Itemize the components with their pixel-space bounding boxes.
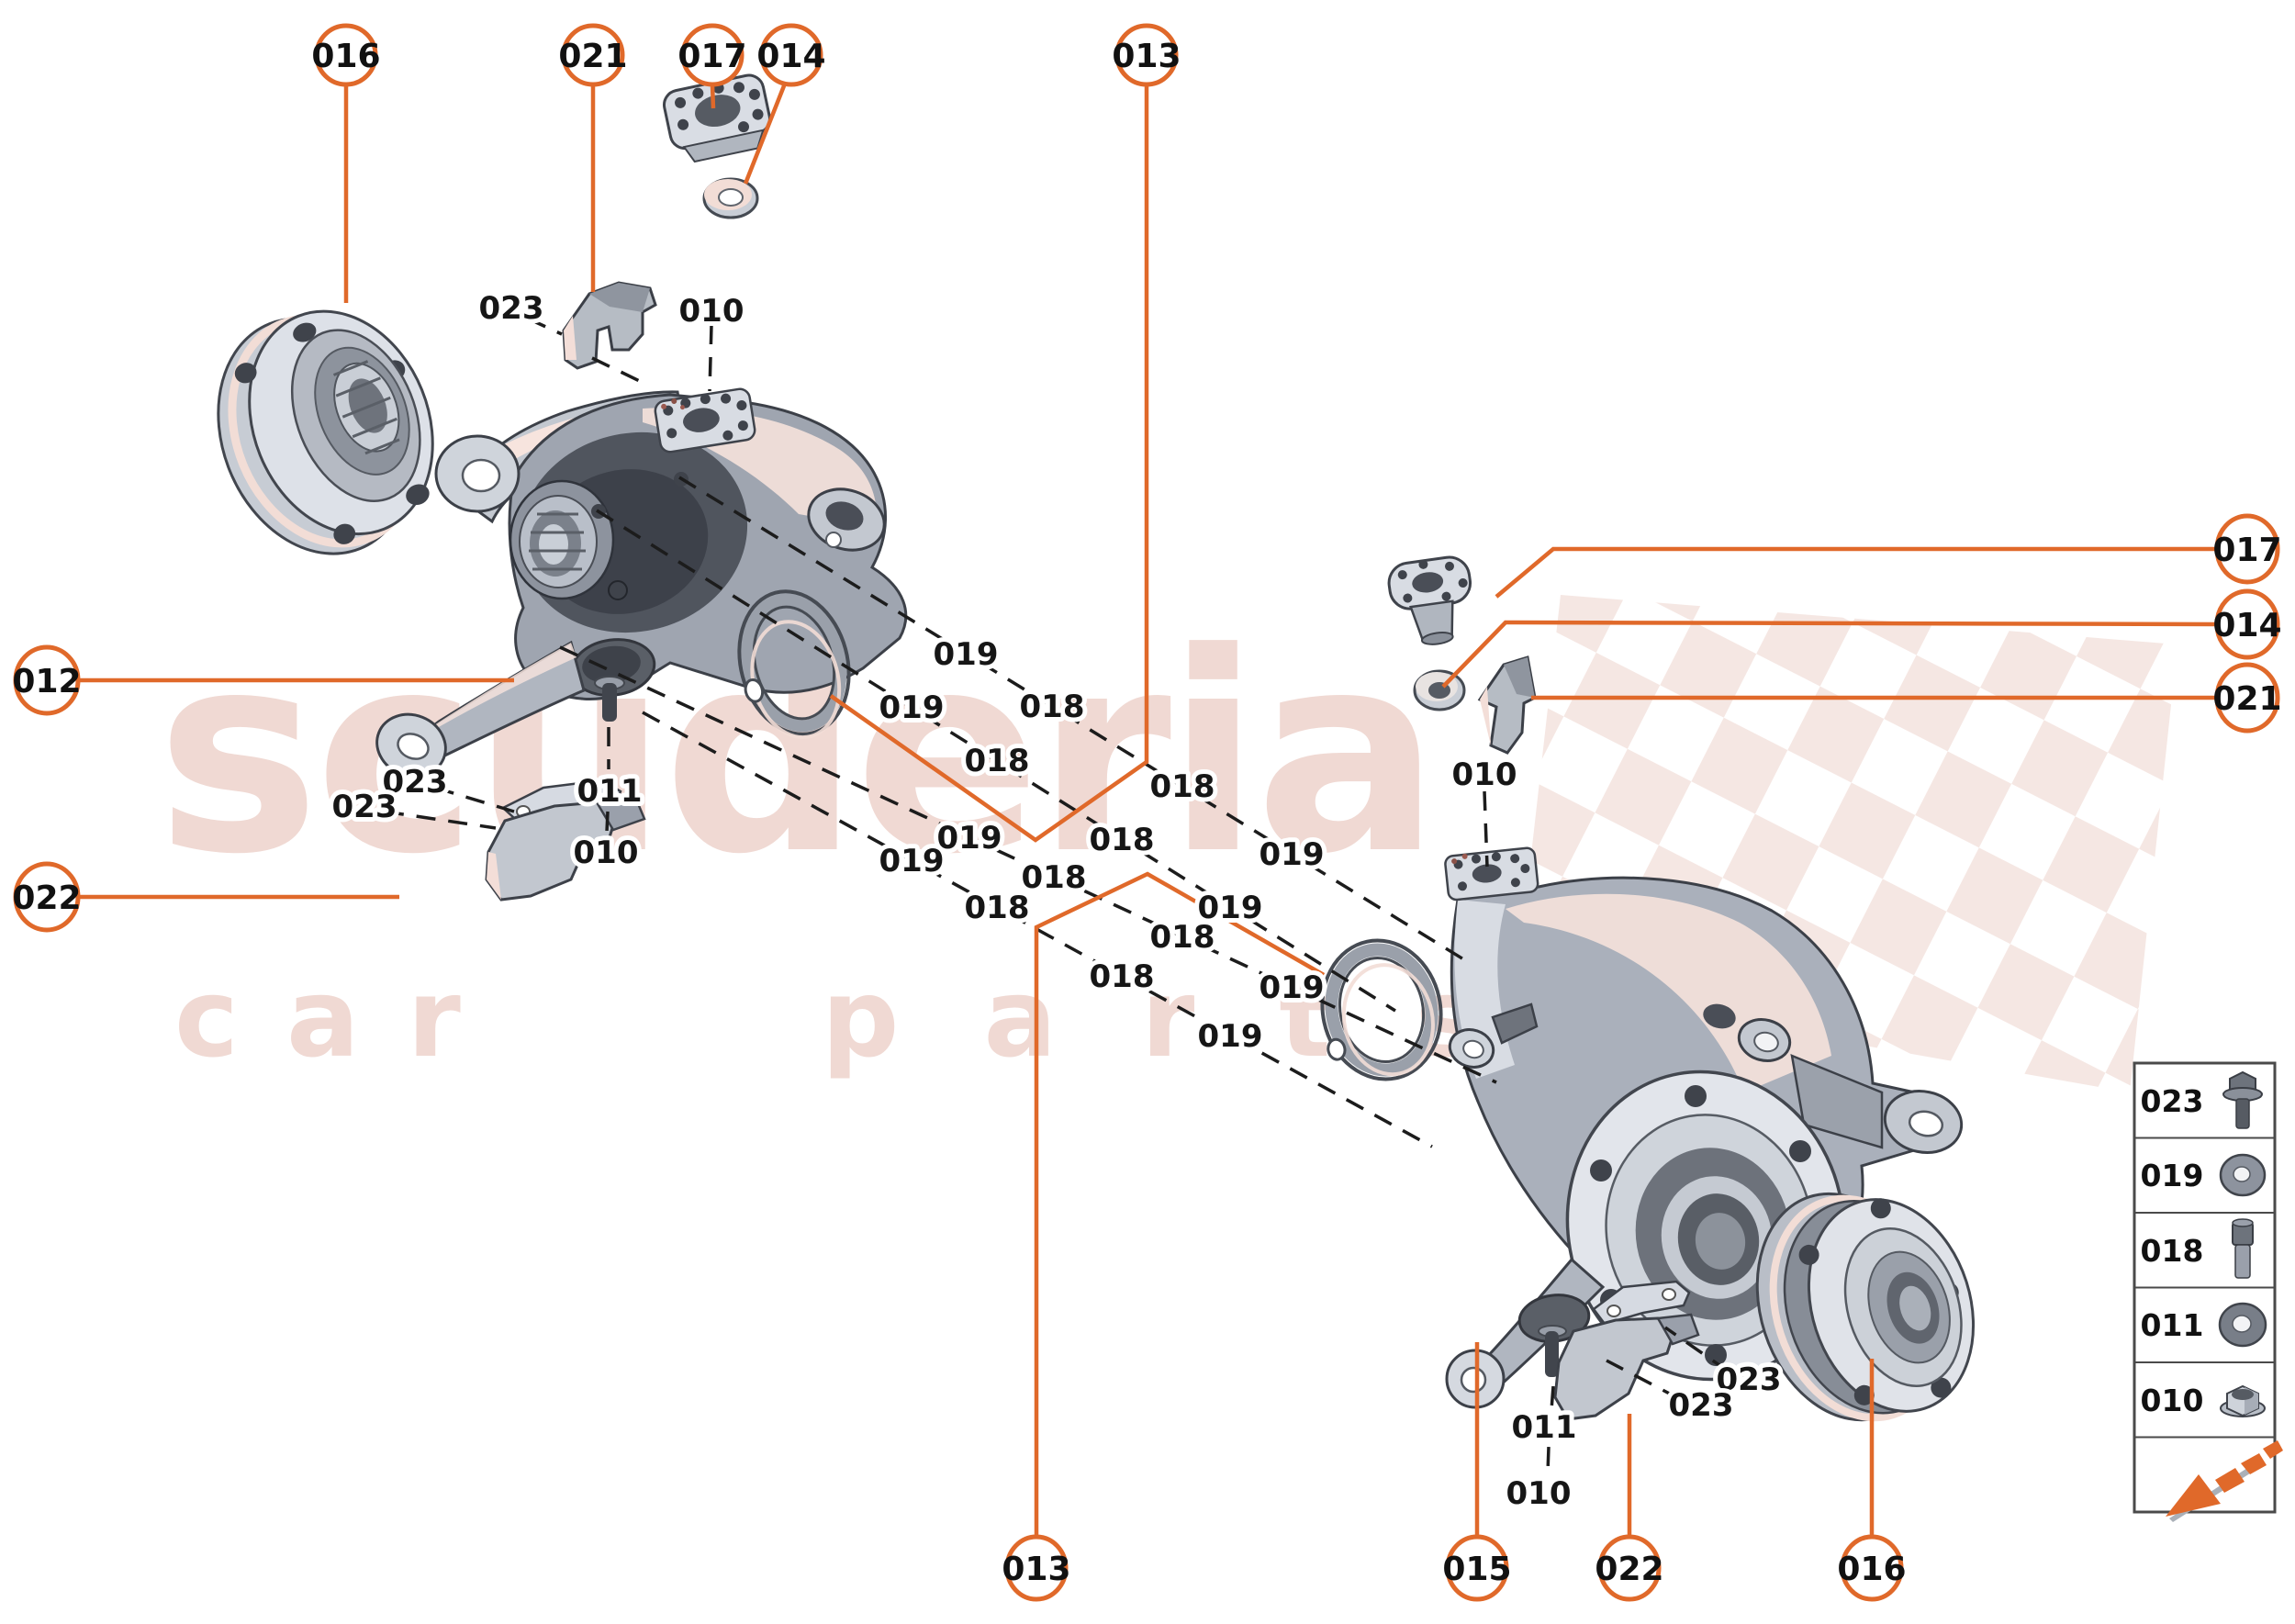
washer-icon	[2218, 1302, 2267, 1348]
legend-code: 011	[2141, 1307, 2204, 1343]
callout-014-right[interactable]: 014	[2212, 588, 2282, 660]
callout-label: 014	[756, 38, 825, 75]
wheel-hub-right	[1755, 1192, 1976, 1422]
legend-code: 018	[2141, 1233, 2204, 1269]
legend-row: 010	[2141, 1383, 2266, 1418]
part-label: 023	[383, 764, 448, 801]
callout-016-top[interactable]: 016	[311, 23, 381, 87]
callout-016-bottom[interactable]: 016	[1837, 1534, 1907, 1602]
washer-right	[1413, 669, 1466, 711]
part-label: 018	[1022, 859, 1087, 896]
part-label: 011	[1512, 1409, 1577, 1446]
callout-017-right[interactable]: 017	[2212, 513, 2282, 585]
legend-row: 023	[2141, 1070, 2263, 1129]
callout-label: 012	[12, 663, 81, 700]
part-labels: 023 010 023 023 011 010 019 018 018 019 …	[328, 286, 1786, 1517]
part-label: 019	[1198, 890, 1263, 926]
part-label: 019	[1259, 969, 1325, 1006]
callout-013-bottom[interactable]: 013	[1002, 1534, 1071, 1602]
callout-label: 016	[311, 38, 380, 75]
snap-ring-right	[1320, 938, 1443, 1081]
bracket-right	[1477, 655, 1537, 755]
cap-bolt-icon	[2232, 1218, 2254, 1279]
legend-code: 010	[2141, 1383, 2204, 1418]
steering-knuckle-left	[375, 387, 908, 778]
part-label: 010	[574, 834, 639, 871]
part-label: 018	[965, 743, 1030, 779]
callout-022-left[interactable]: 022	[12, 861, 82, 933]
callout-label: 014	[2212, 607, 2281, 644]
callout-label: 017	[2212, 532, 2281, 569]
callout-leader-lines	[77, 83, 2218, 1537]
watermark-tagline-word1: car	[174, 955, 509, 1081]
callout-label: 021	[558, 38, 627, 75]
callout-012-left[interactable]: 012	[12, 644, 82, 716]
part-label: 023	[479, 290, 544, 327]
flange-nut-icon	[2220, 1384, 2266, 1417]
legend-row: 011	[2141, 1302, 2267, 1348]
part-label: 023	[1669, 1387, 1734, 1424]
flange-bolt-icon	[2222, 1070, 2263, 1129]
part-label: 018	[1150, 768, 1215, 805]
callout-label: 021	[2212, 680, 2281, 718]
legend-code: 019	[2141, 1158, 2204, 1193]
direction-arrow-icon	[2166, 1440, 2283, 1522]
abs-nut-right	[1387, 555, 1472, 645]
callout-022-bottom[interactable]: 022	[1595, 1534, 1664, 1602]
legend-table: 023 019 018 011	[2133, 1061, 2283, 1522]
callout-label: 013	[1002, 1551, 1070, 1588]
washer-icon	[2219, 1153, 2267, 1197]
part-label: 011	[577, 773, 643, 810]
part-label: 019	[934, 636, 999, 673]
legend-footer	[2166, 1440, 2283, 1522]
wheel-hub-left	[217, 309, 434, 555]
bracket-left	[562, 281, 657, 370]
part-label: 010	[1452, 756, 1517, 793]
part-label: 018	[1090, 958, 1155, 995]
part-label: 018	[1150, 919, 1215, 956]
callout-014-top[interactable]: 014	[756, 23, 826, 87]
callout-bubbles: 016 021 017 014 013 012 022 017	[12, 23, 2282, 1602]
callout-label: 015	[1442, 1551, 1511, 1588]
callout-label: 022	[12, 879, 81, 917]
part-label: 019	[1198, 1018, 1263, 1055]
snap-ring-left	[737, 589, 851, 740]
abs-plate-left	[663, 73, 771, 163]
callout-021-right[interactable]: 021	[2212, 662, 2282, 734]
part-label: 010	[679, 293, 744, 330]
part-label: 023	[1717, 1361, 1782, 1398]
legend-row: 018	[2141, 1218, 2254, 1279]
callout-015-bottom[interactable]: 015	[1442, 1534, 1512, 1602]
part-label: 019	[937, 820, 1002, 857]
part-label: 018	[965, 890, 1030, 926]
callout-label: 022	[1595, 1551, 1663, 1588]
watermark: scuderia car parts	[156, 594, 2177, 1092]
legend-row: 019	[2141, 1153, 2267, 1197]
callout-021-top[interactable]: 021	[558, 23, 628, 87]
part-label: 019	[1259, 836, 1325, 873]
part-label: 010	[1506, 1475, 1572, 1512]
part-label: 018	[1090, 822, 1155, 858]
callout-013-top[interactable]: 013	[1112, 23, 1181, 87]
part-label: 018	[1020, 689, 1085, 725]
callout-017-top[interactable]: 017	[677, 23, 747, 87]
callout-label: 013	[1112, 38, 1181, 75]
part-label: 023	[332, 789, 397, 825]
callout-label: 016	[1837, 1551, 1906, 1588]
legend-code: 023	[2141, 1083, 2204, 1119]
shield-plate-right	[1553, 1280, 1700, 1421]
part-label: 019	[879, 843, 945, 879]
part-label: 019	[879, 689, 945, 726]
washer-left	[702, 177, 759, 219]
callout-label: 017	[677, 38, 746, 75]
